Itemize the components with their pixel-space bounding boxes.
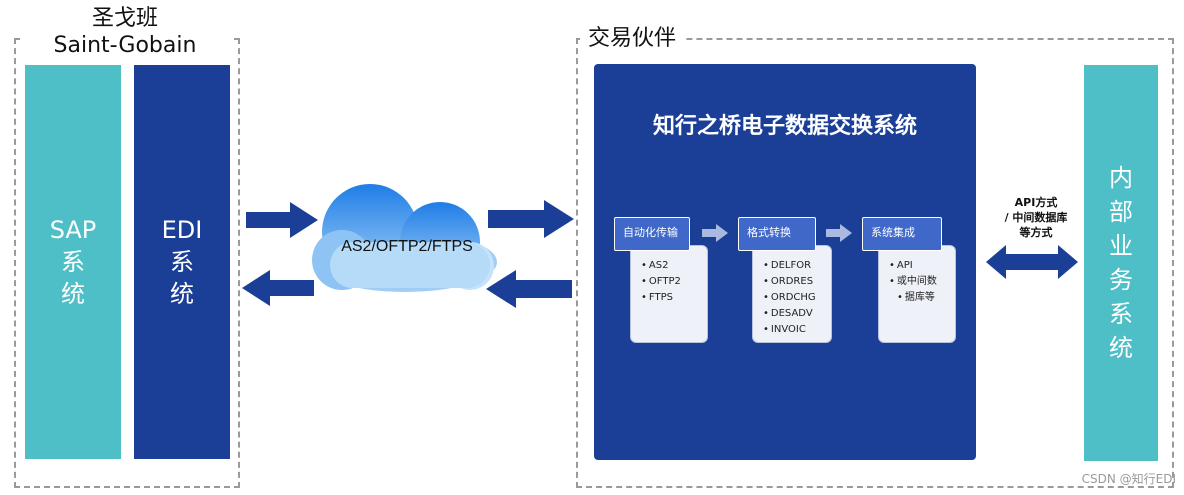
list-item: DELFOR (763, 258, 825, 274)
list-item: API (889, 258, 949, 274)
edi-label-tong: 统 (170, 280, 194, 308)
list-item: ORDRES (763, 274, 825, 290)
stage-title-integration: 系统集成 (862, 217, 942, 251)
api-label-line-3: 等方式 (1019, 226, 1053, 239)
list-item-continuation: 据库等 (904, 292, 935, 303)
edi-label: EDI (161, 216, 203, 244)
sap-label-xi: 系 (61, 248, 85, 276)
arrow-partner-to-cloud (486, 270, 572, 308)
stage-arrow-1 (702, 224, 728, 242)
internal-label-6: 统 (1109, 334, 1133, 362)
edi-system-box: EDI 系 统 (134, 65, 230, 459)
list-item: 据库等 (889, 290, 949, 306)
edi-label-xi: 系 (170, 248, 194, 276)
list-item: 或中间数 (889, 274, 949, 290)
saint-gobain-title-cn: 圣戈班 (20, 6, 230, 32)
arrow-cloud-to-partner (488, 200, 574, 238)
sap-system-box: SAP 系 统 (25, 65, 121, 459)
stage-card-format: DELFOR ORDRES ORDCHG DESADV INVOIC (752, 245, 832, 343)
internal-business-system-box: 内 部 业 务 系 统 (1084, 65, 1158, 461)
cloud-protocol-label: AS2/OFTP2/FTPS (341, 238, 473, 255)
list-item: INVOIC (763, 322, 825, 338)
internal-label-2: 部 (1109, 198, 1133, 226)
stage-arrow-2 (826, 224, 852, 242)
stage-title-format: 格式转换 (738, 217, 816, 251)
edi-system-title: 知行之桥电子数据交换系统 (652, 114, 917, 139)
double-arrow-icon (986, 245, 1078, 279)
list-item: DESADV (763, 306, 825, 322)
stage-card-transport: AS2 OFTP2 FTPS (630, 245, 708, 343)
api-method-label: API方式 / 中间数据库 等方式 (988, 195, 1084, 240)
list-item: AS2 (641, 258, 701, 274)
stage-title-transport: 自动化传输 (614, 217, 690, 251)
list-item: FTPS (641, 290, 701, 306)
api-label-line-1: API方式 (1014, 196, 1058, 209)
cloud-icon (312, 184, 497, 292)
stage-card-integration: API 或中间数 据库等 (878, 245, 956, 343)
partner-group (576, 38, 1174, 488)
arrow-cloud-to-edi (242, 270, 314, 306)
partner-title: 交易伙伴 (580, 20, 685, 52)
arrow-edi-to-cloud (246, 202, 318, 238)
list-item: OFTP2 (641, 274, 701, 290)
sap-label-tong: 统 (61, 280, 85, 308)
internal-label-5: 系 (1109, 300, 1133, 328)
saint-gobain-title-en: Saint-Gobain (20, 33, 230, 59)
internal-label-4: 务 (1109, 266, 1133, 294)
api-label-line-2: / 中间数据库 (1004, 211, 1068, 224)
sap-label: SAP (49, 216, 97, 244)
internal-label-3: 业 (1109, 232, 1133, 260)
list-item: ORDCHG (763, 290, 825, 306)
watermark: CSDN @知行EDI (1081, 472, 1176, 486)
internal-label-1: 内 (1109, 164, 1133, 192)
